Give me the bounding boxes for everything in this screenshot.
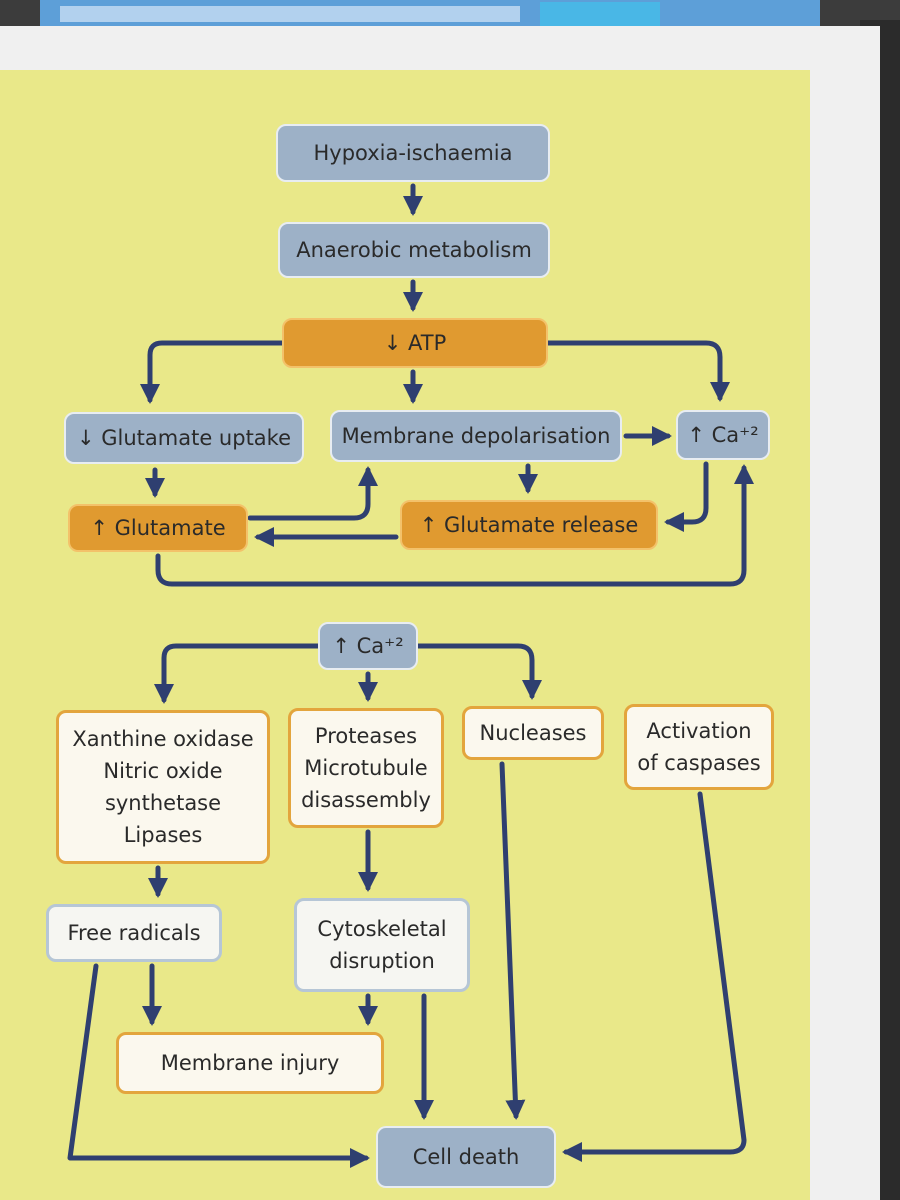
arrow-atp-to-glut-uptake <box>140 340 285 404</box>
arrow-group <box>67 183 754 1168</box>
proteases-line: Proteases <box>314 724 418 748</box>
lipases-line: Lipases <box>123 823 203 847</box>
node-membrane-depolarisation-label: Membrane depolarisation <box>341 424 611 448</box>
node-xanthine-oxidase: Xanthine oxidase Nitric oxide synthetase… <box>56 710 270 864</box>
node-calcium-top-label: ↑ Ca⁺² <box>687 423 759 447</box>
node-calcium-top: ↑ Ca⁺² <box>676 410 770 460</box>
node-cytoskeletal-disruption: Cytoskeletal disruption <box>294 898 470 992</box>
background-window-accent <box>540 2 660 26</box>
arrow-atp-to-calcium <box>545 340 730 402</box>
node-caspases-text: Activation of caspases <box>637 715 760 779</box>
node-cell-death: Cell death <box>376 1126 556 1188</box>
background-window <box>60 6 520 22</box>
node-nucleases-label: Nucleases <box>479 721 587 745</box>
arrow-glutamate-to-calcium-loop <box>155 464 754 587</box>
node-free-radicals: Free radicals <box>46 904 222 962</box>
node-cytoskeletal-disruption-text: Cytoskeletal disruption <box>317 913 446 977</box>
node-atp-label: ↓ ATP <box>383 331 447 355</box>
node-glutamate-uptake-label: ↓ Glutamate uptake <box>76 426 292 450</box>
node-hypoxia-label: Hypoxia-ischaemia <box>313 141 513 165</box>
arrow-calcium-to-nucleases <box>415 643 542 700</box>
nitric-oxide-line: Nitric oxide <box>103 759 223 783</box>
node-membrane-depolarisation: Membrane depolarisation <box>330 410 622 462</box>
node-membrane-injury-label: Membrane injury <box>160 1051 340 1075</box>
node-anaerobic-label: Anaerobic metabolism <box>296 238 532 262</box>
node-glutamate-label: ↑ Glutamate <box>90 516 226 540</box>
node-proteases-text: Proteases Microtubule disassembly <box>301 720 431 816</box>
background-monitor <box>40 0 820 30</box>
node-anaerobic: Anaerobic metabolism <box>278 222 550 278</box>
microtubule-line: Microtubule <box>304 756 428 780</box>
arrow-nucleases-to-cell-death <box>499 761 526 1120</box>
node-membrane-injury: Membrane injury <box>116 1032 384 1094</box>
cytoskeletal-line: Cytoskeletal <box>317 917 447 941</box>
node-free-radicals-label: Free radicals <box>67 921 201 945</box>
arrow-free-radicals-to-cell-death <box>67 963 370 1168</box>
arrow-calcium-to-glut-release <box>664 461 709 532</box>
arrow-calcium-to-xanthine <box>154 643 321 704</box>
disruption-line: disruption <box>329 949 435 973</box>
node-glutamate-release-label: ↑ Glutamate release <box>419 513 639 537</box>
of-caspases-line: of caspases <box>637 751 761 775</box>
node-nucleases: Nucleases <box>462 706 604 760</box>
node-proteases: Proteases Microtubule disassembly <box>288 708 444 828</box>
xanthine-line: Xanthine oxidase <box>72 727 254 751</box>
disassembly-line: disassembly <box>301 788 431 812</box>
node-glutamate: ↑ Glutamate <box>68 504 248 552</box>
node-cell-death-label: Cell death <box>412 1145 520 1169</box>
node-calcium-bottom: ↑ Ca⁺² <box>318 622 418 670</box>
arrow-caspases-to-cell-death <box>562 791 747 1162</box>
activation-line: Activation <box>646 719 752 743</box>
node-atp: ↓ ATP <box>282 318 548 368</box>
arrow-glutamate-to-membrane <box>247 466 378 521</box>
node-caspases: Activation of caspases <box>624 704 774 790</box>
node-calcium-bottom-label: ↑ Ca⁺² <box>332 634 404 658</box>
node-xanthine-oxidase-text: Xanthine oxidase Nitric oxide synthetase… <box>72 723 253 851</box>
synthetase-line: synthetase <box>104 791 222 815</box>
node-glutamate-release: ↑ Glutamate release <box>400 500 658 550</box>
node-glutamate-uptake: ↓ Glutamate uptake <box>64 412 304 464</box>
node-hypoxia: Hypoxia-ischaemia <box>276 124 550 182</box>
